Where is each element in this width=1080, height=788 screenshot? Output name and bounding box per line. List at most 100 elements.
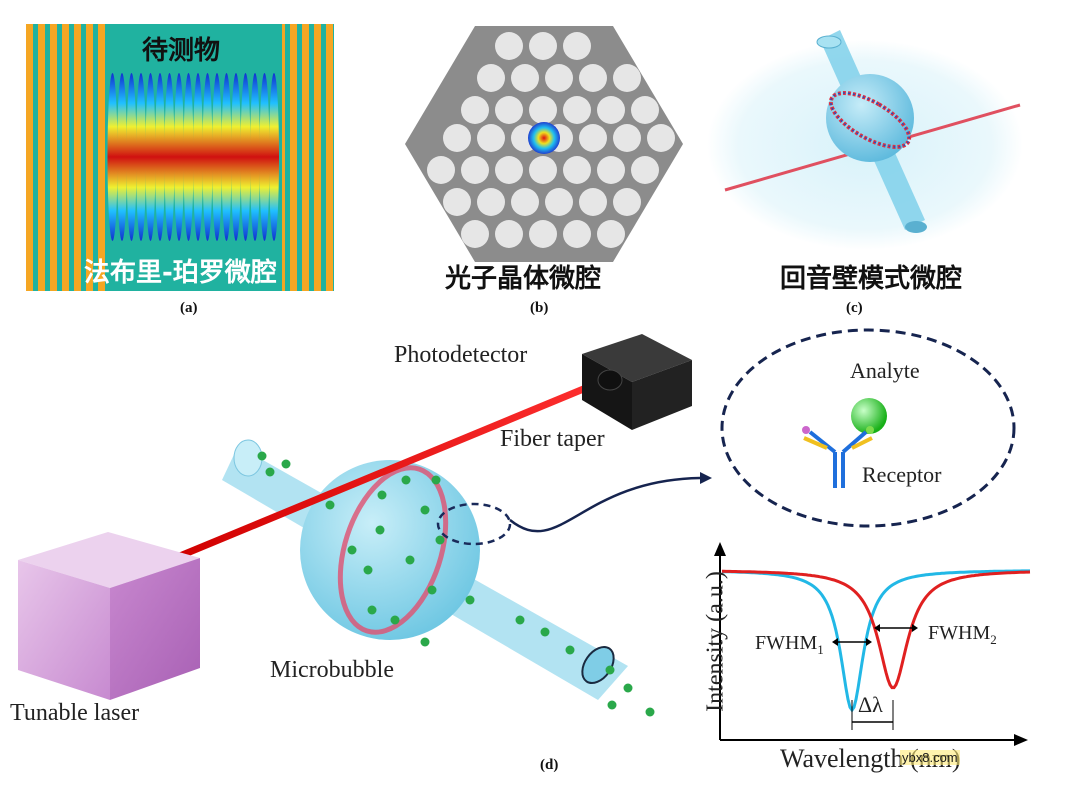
- sensing-setup-image: [18, 328, 1031, 746]
- pc-air-hole: [563, 156, 591, 184]
- wgm-caption: 回音壁模式微腔: [780, 264, 963, 294]
- fwhm1-text: FWHM: [755, 632, 818, 654]
- fwhm2-sub: 2: [990, 632, 997, 647]
- photonic-crystal-caption: 光子晶体微腔: [445, 264, 602, 294]
- particle: [347, 545, 357, 555]
- fp-mode-lobe: [126, 73, 137, 241]
- pc-air-hole: [579, 64, 607, 92]
- receptor-label: Receptor: [862, 462, 942, 487]
- fp-mode-lobe: [174, 73, 184, 241]
- particle: [565, 645, 575, 655]
- fp-mode-lobe: [136, 73, 146, 241]
- fp-mode-lobe: [145, 73, 156, 241]
- particle: [645, 707, 655, 717]
- fp-mode-lobe: [231, 73, 241, 241]
- receptor-antibody: [802, 426, 874, 488]
- pc-air-hole: [579, 124, 607, 152]
- pc-air-hole: [597, 220, 625, 248]
- particle: [401, 475, 411, 485]
- pc-air-hole: [597, 96, 625, 124]
- pc-air-hole: [511, 188, 539, 216]
- spectrum-plot: [714, 542, 1031, 746]
- fiber-taper-label: Fiber taper: [500, 426, 605, 452]
- pc-air-hole: [477, 124, 505, 152]
- fp-mode-lobe: [164, 73, 175, 241]
- fp-mode-lobe: [240, 73, 251, 241]
- fp-mode-lobe: [107, 73, 118, 241]
- watermark: ybx8.com: [900, 750, 960, 765]
- pc-air-hole: [461, 156, 489, 184]
- particle: [431, 475, 441, 485]
- particle: [420, 505, 430, 515]
- pc-air-hole: [443, 124, 471, 152]
- fp-cavity-text: 法布里-珀罗微腔: [84, 258, 277, 288]
- panel-c-label: (c): [846, 300, 863, 316]
- pc-air-hole: [631, 96, 659, 124]
- pc-air-hole: [529, 220, 557, 248]
- particle: [515, 615, 525, 625]
- fwhm2-label: FWHM2: [928, 622, 997, 648]
- particle: [281, 459, 291, 469]
- fp-mode-lobe: [117, 73, 127, 241]
- pc-air-hole: [545, 64, 573, 92]
- pc-air-hole: [613, 124, 641, 152]
- particle: [257, 451, 267, 461]
- pc-air-hole: [427, 156, 455, 184]
- particle: [405, 555, 415, 565]
- particle: [435, 535, 445, 545]
- pc-air-hole: [495, 156, 523, 184]
- pc-air-hole: [511, 64, 539, 92]
- pc-air-hole: [563, 32, 591, 60]
- particle: [623, 683, 633, 693]
- delta-lambda-label: Δλ: [858, 692, 883, 717]
- pc-air-hole: [647, 124, 675, 152]
- tunable-laser-label: Tunable laser: [10, 700, 140, 726]
- fabry-perot-image: [26, 24, 334, 291]
- particle: [390, 615, 400, 625]
- panel-d-label: (d): [540, 757, 559, 773]
- fp-mode-lobe: [250, 73, 260, 241]
- pc-air-hole: [545, 188, 573, 216]
- pc-air-hole: [631, 156, 659, 184]
- pc-air-hole: [443, 188, 471, 216]
- spectrum-ylabel: Intensity (a.u.): [702, 571, 729, 712]
- particle: [375, 525, 385, 535]
- particle: [605, 665, 615, 675]
- fwhm1-label: FWHM1: [755, 632, 824, 658]
- photonic-crystal-image: [405, 26, 683, 262]
- particle: [363, 565, 373, 575]
- fp-mode-lobe: [269, 73, 279, 241]
- photodetector-label: Photodetector: [394, 342, 528, 368]
- particle: [607, 700, 617, 710]
- fp-mode-lobe: [155, 73, 165, 241]
- pc-air-hole: [495, 220, 523, 248]
- particle: [427, 585, 437, 595]
- particle: [325, 500, 335, 510]
- pc-air-hole: [529, 156, 557, 184]
- particle: [265, 467, 275, 477]
- microbubble-label: Microbubble: [270, 657, 394, 683]
- pc-air-hole: [495, 96, 523, 124]
- fp-mode-lobe: [202, 73, 213, 241]
- pc-air-hole: [461, 96, 489, 124]
- pc-air-hole: [613, 188, 641, 216]
- pc-air-hole: [495, 32, 523, 60]
- pc-air-hole: [529, 32, 557, 60]
- particle: [420, 637, 430, 647]
- particle: [377, 490, 387, 500]
- particle: [367, 605, 377, 615]
- fp-mode-lobe: [259, 73, 270, 241]
- pc-air-hole: [579, 188, 607, 216]
- pc-air-hole: [477, 188, 505, 216]
- particle: [465, 595, 475, 605]
- panel-b-label: (b): [530, 300, 549, 316]
- fp-mode-lobe: [193, 73, 203, 241]
- pc-air-hole: [563, 96, 591, 124]
- pc-air-hole: [461, 220, 489, 248]
- fp-mode-lobe: [221, 73, 232, 241]
- wgm-image: [707, 30, 1023, 250]
- particle: [540, 627, 550, 637]
- pc-air-hole: [563, 220, 591, 248]
- fp-mode-lobe: [183, 73, 194, 241]
- pc-air-hole: [477, 64, 505, 92]
